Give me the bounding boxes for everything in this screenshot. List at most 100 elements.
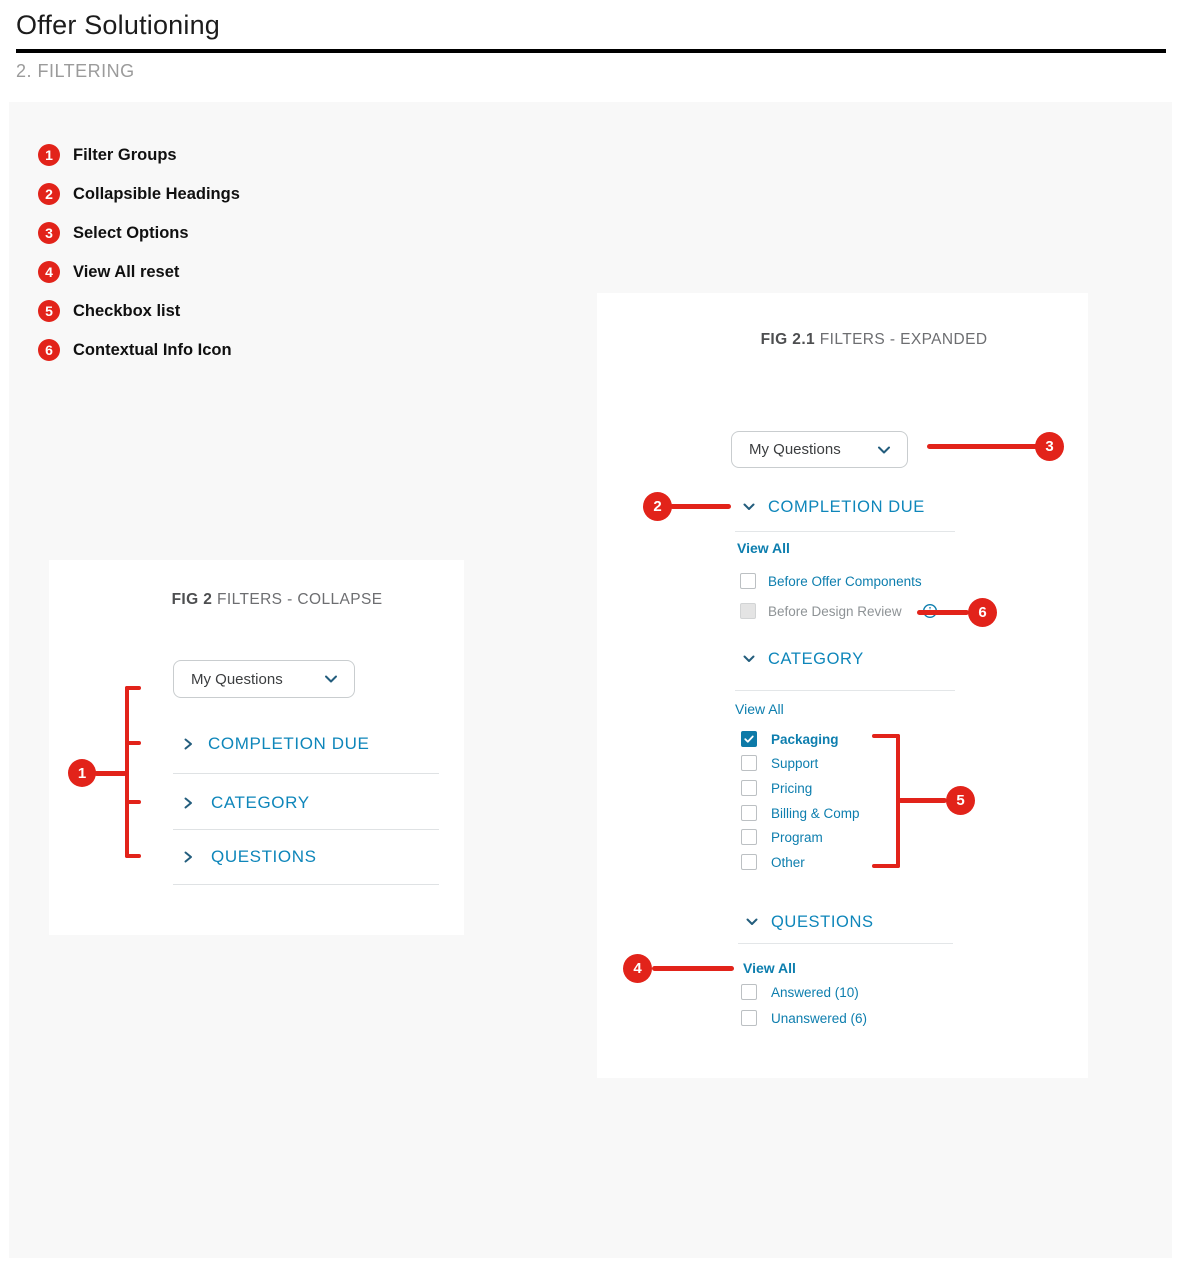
checkbox-row-support: Support <box>741 753 818 773</box>
chevron-down-icon <box>742 652 756 666</box>
callout-5-badge: 5 <box>946 786 975 815</box>
fig-collapse-panel: FIG 2 FILTERS - COLLAPSE My Questions CO… <box>49 560 464 935</box>
checkbox-label[interactable]: Other <box>771 854 805 870</box>
checkbox-unchecked[interactable] <box>741 984 757 1000</box>
chevron-down-icon <box>323 671 339 687</box>
checkbox-unchecked[interactable] <box>741 780 757 796</box>
checkbox-unchecked[interactable] <box>741 755 757 771</box>
legend-number-badge: 6 <box>38 339 60 361</box>
legend: 1 Filter Groups 2 Collapsible Headings 3… <box>38 144 240 361</box>
group-label: CATEGORY <box>211 793 310 812</box>
legend-item: 3 Select Options <box>38 222 240 244</box>
checkbox-unchecked[interactable] <box>741 1010 757 1026</box>
group-label: QUESTIONS <box>211 847 317 866</box>
divider <box>735 690 955 691</box>
expanded-group-completion-due[interactable]: COMPLETION DUE <box>742 496 925 518</box>
checkbox-label[interactable]: Answered (10) <box>771 984 859 1000</box>
section-heading: 2. FILTERING <box>16 61 135 81</box>
group-label: COMPLETION DUE <box>768 497 925 516</box>
legend-item: 1 Filter Groups <box>38 144 240 166</box>
checkbox-unchecked[interactable] <box>740 573 756 589</box>
checkbox-label[interactable]: Before Offer Components <box>768 573 922 589</box>
checkbox-row-answered: Answered (10) <box>741 982 859 1002</box>
legend-label: Checkbox list <box>73 301 181 320</box>
legend-number-badge: 1 <box>38 144 60 166</box>
checkbox-row-pricing: Pricing <box>741 778 812 798</box>
legend-item: 4 View All reset <box>38 261 240 283</box>
checkbox-row-program: Program <box>741 827 823 847</box>
legend-number-badge: 2 <box>38 183 60 205</box>
fig-expanded-title-number: FIG 2.1 <box>760 331 816 348</box>
legend-label: Filter Groups <box>73 145 177 164</box>
callout-1-tick <box>125 854 141 858</box>
callout-1-leader-line <box>94 771 127 776</box>
legend-label: Collapsible Headings <box>73 184 240 203</box>
group-label: QUESTIONS <box>771 912 874 931</box>
checkbox-label[interactable]: Unanswered (6) <box>771 1010 868 1026</box>
divider <box>173 829 439 830</box>
checkbox-disabled <box>740 603 756 619</box>
callout-1-bracket-line <box>125 686 129 858</box>
checkbox-label: Before Design Review <box>768 603 902 619</box>
expanded-group-category[interactable]: CATEGORY <box>742 648 864 670</box>
my-questions-dropdown[interactable]: My Questions <box>173 660 355 698</box>
view-all-link-category[interactable]: View All <box>735 701 784 717</box>
chevron-down-icon <box>876 442 892 458</box>
legend-item: 6 Contextual Info Icon <box>38 339 240 361</box>
divider <box>173 773 439 774</box>
callout-6-leader-line <box>917 610 969 615</box>
checkbox-row-billing-comp: Billing & Comp <box>741 803 860 823</box>
chevron-right-icon <box>182 796 194 810</box>
callout-5-tick <box>872 734 900 738</box>
fig-expanded-panel: FIG 2.1 FILTERS - EXPANDED My Questions … <box>597 293 1088 1078</box>
checkbox-checked[interactable] <box>741 731 757 747</box>
chevron-down-icon <box>742 500 756 514</box>
view-all-link-completion-due[interactable]: View All <box>737 540 790 556</box>
collapsed-group-completion-due[interactable]: COMPLETION DUE <box>182 733 369 755</box>
legend-number-badge: 4 <box>38 261 60 283</box>
callout-3-leader-line <box>927 444 1039 449</box>
legend-item: 2 Collapsible Headings <box>38 183 240 205</box>
checkbox-label[interactable]: Packaging <box>771 731 839 747</box>
checkbox-label[interactable]: Billing & Comp <box>771 805 860 821</box>
legend-label: Select Options <box>73 223 189 242</box>
callout-2-badge: 2 <box>643 492 672 521</box>
divider <box>173 884 439 885</box>
legend-number-badge: 5 <box>38 300 60 322</box>
group-label: COMPLETION DUE <box>208 734 370 753</box>
expanded-group-questions[interactable]: QUESTIONS <box>745 911 874 933</box>
fig-expanded-title-text: FILTERS - EXPANDED <box>815 331 988 348</box>
checkbox-label[interactable]: Program <box>771 829 823 845</box>
collapsed-group-category[interactable]: CATEGORY <box>182 792 310 814</box>
callout-2-leader-line <box>670 504 731 509</box>
my-questions-dropdown[interactable]: My Questions <box>731 431 908 468</box>
group-label: CATEGORY <box>768 649 864 668</box>
divider <box>735 531 955 532</box>
callout-6-badge: 6 <box>968 598 997 627</box>
checkbox-unchecked[interactable] <box>741 829 757 845</box>
title-divider <box>16 49 1166 53</box>
callout-3-badge: 3 <box>1035 432 1064 461</box>
legend-item: 5 Checkbox list <box>38 300 240 322</box>
fig-collapse-title-text: FILTERS - COLLAPSE <box>212 591 383 608</box>
collapsed-group-questions[interactable]: QUESTIONS <box>182 846 317 868</box>
checkbox-unchecked[interactable] <box>741 805 757 821</box>
chevron-down-icon <box>745 915 759 929</box>
divider <box>738 943 953 944</box>
checkbox-label[interactable]: Pricing <box>771 780 813 796</box>
checkbox-unchecked[interactable] <box>741 854 757 870</box>
dropdown-value: My Questions <box>749 441 841 458</box>
checkbox-row-unanswered: Unanswered (6) <box>741 1008 867 1028</box>
checkbox-row-before-offer-components: Before Offer Components <box>740 571 922 591</box>
checkbox-label[interactable]: Support <box>771 755 819 771</box>
checkbox-row-packaging: Packaging <box>741 729 839 749</box>
fig-collapse-title-number: FIG 2 <box>171 591 213 608</box>
page-title: Offer Solutioning <box>16 10 221 40</box>
callout-4-badge: 4 <box>623 954 652 983</box>
dropdown-value: My Questions <box>191 670 283 688</box>
callout-1-tick <box>125 686 141 690</box>
chevron-right-icon <box>182 850 194 864</box>
checkbox-row-other: Other <box>741 852 805 872</box>
view-all-link-questions[interactable]: View All <box>743 960 796 976</box>
fig-collapse-title: FIG 2 FILTERS - COLLAPSE <box>172 591 383 609</box>
